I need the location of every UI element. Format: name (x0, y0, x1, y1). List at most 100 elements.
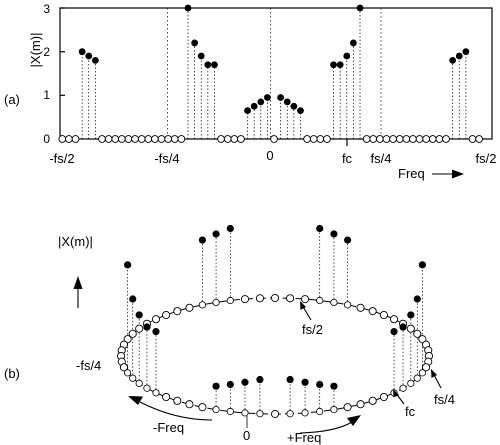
spectral-point (449, 57, 457, 64)
label-fs4: fs/4 (434, 392, 455, 407)
spectral-point (350, 39, 357, 47)
ring-zero-point (151, 315, 161, 324)
ring-base-point (212, 405, 220, 414)
zero-point (223, 135, 232, 143)
ring-spectral-point (124, 261, 132, 269)
panel-b-ring: |X(m)| (b) -fs/4 fs/2 fs/4 fc 0 -Freq +F… (4, 224, 455, 445)
panel-b-label: (b) (4, 366, 20, 381)
zero-point (170, 135, 179, 143)
ring-base-point (124, 369, 132, 377)
ring-zero-point (240, 295, 250, 304)
spectral-point (330, 61, 337, 69)
spectral-point (356, 4, 364, 12)
ring-zero-point (389, 315, 399, 324)
ring-zero-point (300, 295, 310, 304)
ring-spectral-point (226, 380, 234, 389)
x-tick-fs2: fs/2 (476, 151, 497, 166)
x-tick-zero: 0 (266, 148, 273, 163)
panel-a-plot-frame (59, 7, 493, 140)
zero-point (164, 135, 173, 143)
ring-zero-point (270, 409, 280, 419)
x-tick-neg-fs2: -fs/2 (49, 151, 74, 166)
ring-base-point (256, 410, 264, 418)
ring-zero-point (162, 392, 171, 402)
ring-zero-point (198, 403, 207, 412)
ring-base-point (407, 379, 415, 387)
zero-point (376, 135, 384, 143)
ring-base-point (212, 298, 220, 307)
zero-point (230, 135, 239, 143)
zero-point (323, 135, 331, 143)
freq-label: Freq (398, 166, 425, 181)
fs2-pointer-head (300, 301, 306, 310)
spectral-point (257, 98, 265, 106)
ring-spectral-point (390, 327, 398, 336)
zero-point (395, 135, 404, 143)
spectral-point (462, 48, 470, 56)
ring-spectral-point (256, 375, 264, 384)
ring-spectral-point (143, 323, 151, 331)
ring-spectral-point (399, 323, 407, 331)
spectral-point (211, 61, 218, 69)
ring-base-point (226, 296, 234, 305)
ring-zero-point (135, 324, 144, 333)
zero-point (415, 135, 424, 143)
ring-zero-point (185, 303, 194, 312)
zero-point (362, 135, 371, 143)
ring-spectral-point (316, 380, 324, 389)
zero-point (442, 135, 450, 143)
ring-zero-point (173, 396, 182, 405)
neg-freq-label: -Freq (153, 420, 184, 435)
ring-zero-point (421, 363, 431, 372)
ring-spectral-point (330, 382, 338, 390)
spectral-point (283, 98, 291, 106)
ring-zero-point (418, 335, 427, 344)
ring-base-point (129, 374, 137, 382)
zero-point (402, 135, 411, 143)
zero-point (117, 135, 126, 143)
zero-point (316, 135, 325, 143)
panel-a-label: (a) (4, 92, 20, 107)
panel-a-stems (81, 8, 467, 139)
zero-point (58, 135, 67, 143)
zero-point (270, 135, 278, 143)
spectral-point (343, 52, 351, 60)
zero-point (382, 135, 391, 143)
zero-point (111, 135, 120, 143)
ring-zero-point (413, 329, 422, 338)
ring-spectral-point (316, 224, 324, 233)
zero-point (435, 135, 444, 143)
y-tick-label-0: 0 (43, 132, 50, 146)
fc-pointer-head (393, 389, 399, 398)
ring-spectral-point (418, 261, 426, 269)
ring-base-point (399, 384, 407, 392)
freq-arrow-head (452, 169, 464, 179)
zero-point (144, 135, 153, 143)
ring-zero-point (379, 310, 388, 320)
zero-point (475, 135, 483, 143)
x-tick-neg-fs4: -fs/4 (154, 151, 179, 166)
label-zero: 0 (243, 428, 250, 443)
spectral-point (78, 48, 86, 56)
spectral-point (250, 102, 258, 110)
ring-spectral-point (226, 224, 234, 233)
ring-base-point (198, 301, 207, 309)
pos-freq-arrow-line (299, 421, 353, 434)
ring-zero-point (356, 303, 365, 312)
ring-zero-point (119, 363, 129, 372)
zero-point (303, 135, 311, 143)
ring-base-point (301, 409, 309, 417)
y-tick-label-3: 3 (43, 2, 50, 16)
label-neg-fs4: -fs/4 (76, 358, 101, 373)
zero-point (131, 135, 139, 143)
ring-base-point (143, 384, 151, 392)
zero-point (65, 135, 73, 143)
ring-zero-point (128, 329, 137, 338)
panel-b-ring-points (116, 293, 434, 419)
ring-zero-point (185, 400, 194, 409)
ring-zero-point (356, 400, 365, 409)
pos-freq-arrow-head (347, 415, 361, 426)
ring-base-point (330, 405, 338, 414)
zero-point (369, 135, 378, 143)
ring-spectral-point (343, 236, 352, 244)
